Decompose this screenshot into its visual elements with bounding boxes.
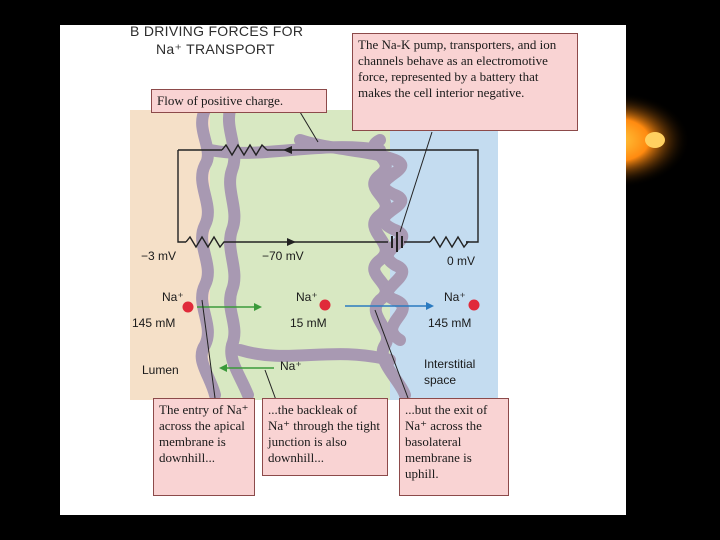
voltage-interstitial: 0 mV [447, 254, 476, 268]
na-label-interstitial: Na⁺ [444, 290, 466, 304]
callout-pump: The Na-K pump, transporters, and ion cha… [352, 33, 578, 131]
figure-title-line2: Na⁺ TRANSPORT [156, 41, 275, 57]
resistor-right [429, 235, 470, 249]
voltage-cell: −70 mV [262, 249, 304, 263]
na-dot-lumen [182, 301, 194, 313]
cell-region [210, 110, 390, 400]
conc-lumen: 145 mM [132, 316, 176, 330]
interstitial-name-line2: space [424, 373, 457, 387]
callout-backleak: ...the backleak of Na⁺ through the tight… [262, 398, 388, 476]
na-label-cell: Na⁺ [296, 290, 318, 304]
callout-flow: Flow of positive charge. [151, 89, 327, 113]
apical-membrane-left [195, 104, 221, 401]
apical-membrane-right [223, 104, 254, 401]
cell-bottom-membrane [234, 344, 396, 366]
resistor-lumen [185, 235, 388, 249]
na-label-backleak: Na⁺ [280, 359, 302, 373]
na-dot-cell [319, 299, 331, 311]
interstitial-region [390, 110, 498, 400]
na-label-lumen: Na⁺ [162, 290, 184, 304]
na-dot-interstitial [468, 299, 480, 311]
conc-cell: 15 mM [290, 316, 327, 330]
lumen-name: Lumen [142, 363, 179, 377]
resistor-top [221, 143, 268, 157]
conc-interstitial: 145 mM [428, 316, 472, 330]
flow-arrow-bottom [287, 238, 296, 246]
battery [391, 232, 403, 252]
callout-exit: ...but the exit of Na⁺ across the basola… [399, 398, 509, 496]
figure-title-line1: B DRIVING FORCES FOR [130, 23, 304, 39]
basolateral-fold [294, 134, 409, 346]
callout-entry: The entry of Na⁺ across the apical membr… [153, 398, 255, 496]
interstitial-name-line1: Interstitial [424, 357, 476, 371]
callout-pointers [201, 111, 433, 401]
voltage-lumen: −3 mV [141, 249, 177, 263]
circuit [177, 143, 479, 249]
basolateral-membrane [368, 134, 411, 401]
flow-arrow-top [283, 146, 292, 154]
